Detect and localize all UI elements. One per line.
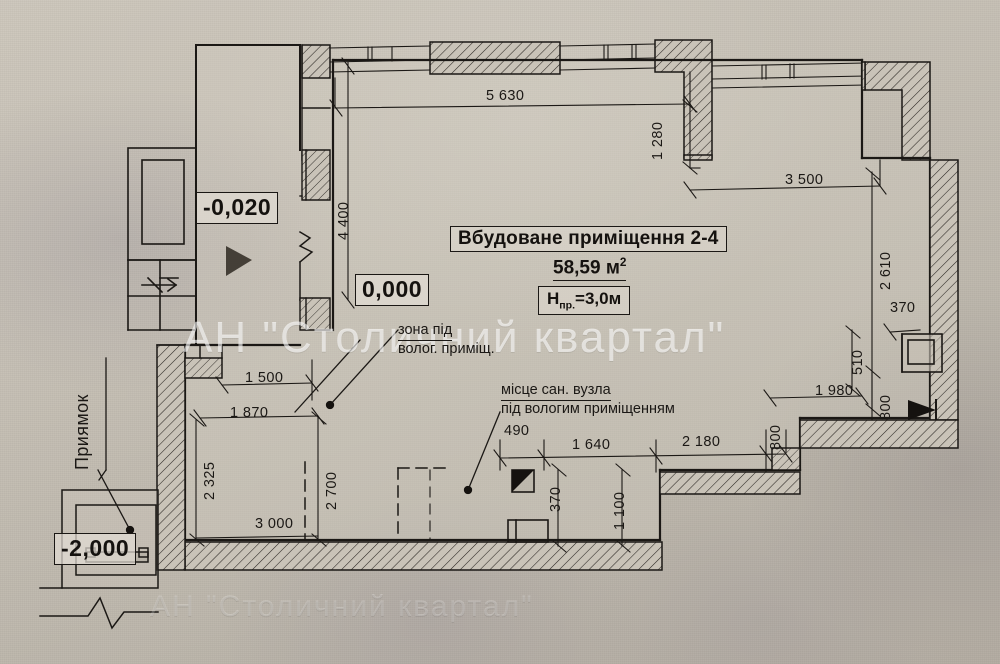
priyamok-leader [98,357,107,481]
dim-right-1980: 1 980 [815,383,854,399]
dim-left-2700: 2 700 [324,471,340,510]
left-lower-wall-block [299,297,331,331]
note-wet-zone: зона під волог. приміщ. [398,322,495,357]
pit-leader-line [97,469,135,535]
room-area-superscript: 2 [619,256,627,269]
interior-partition [184,344,223,379]
direction-triangle-marker [226,246,252,276]
left-stair-arrow [141,276,178,294]
room-height-subscript: пр. [559,299,576,312]
dim-bottom-2180: 2 180 [682,434,721,450]
dimension-lines [189,57,921,553]
dim-left-3000: 3 000 [255,516,294,532]
note-sanitary-unit: місце сан. вузла під вологим приміщенням [501,382,675,417]
room-area-value: 58,59 м [553,257,620,279]
dim-bottom-800: 800 [768,424,784,450]
note-wet-zone-line1: зона під [398,322,453,341]
dim-right-510: 510 [850,349,866,375]
left-wall-strip [299,44,331,201]
elevation-tag-minus-0-020: -0,020 [196,192,279,224]
wet-zone-dashed [304,461,453,541]
dim-left-1500: 1 500 [245,370,284,386]
sanitary-fixture [507,469,549,543]
room-title: Вбудоване приміщення 2-4 [450,226,727,252]
dim-right-800: 800 [878,394,894,420]
note-sanitary-line2: під вологим приміщенням [501,400,675,417]
dim-bottom-370: 370 [548,486,564,512]
dim-right-2610: 2 610 [878,251,894,290]
dim-left-4400: 4 400 [336,201,352,240]
note-leaders [294,329,501,495]
dim-right-370: 370 [890,300,916,316]
room-height-prefix: H [547,289,560,308]
left-stair-detail [127,147,197,331]
note-wet-zone-line2: волог. приміщ. [398,340,495,357]
room-height-value: =3,0м [575,289,622,308]
label-priyamok: Приямок [72,394,92,470]
room-height: Hпр.=3,0м [538,286,631,316]
dim-right-1280: 1 280 [650,121,666,160]
dim-left-2325: 2 325 [202,461,218,500]
dim-bottom-1640: 1 640 [572,437,611,453]
dim-top-5630: 5 630 [486,88,525,104]
bottom-right-walls [659,419,959,495]
note-sanitary-line1: місце сан. вузла [501,382,611,401]
elevation-tag-minus-2-000: -2,000 [54,533,137,565]
dim-top-right-3500: 3 500 [785,172,824,188]
dim-bottom-1100: 1 100 [612,491,628,530]
dim-bottom-490: 490 [504,423,530,439]
bottom-wall [184,541,663,571]
room-area: 58,59 м2 [553,256,627,282]
elevation-tag-zero: 0,000 [355,274,430,306]
right-wall-niche [901,333,943,373]
dim-left-1870: 1 870 [230,405,269,421]
left-wall [156,344,186,571]
right-door-marker [908,400,936,420]
